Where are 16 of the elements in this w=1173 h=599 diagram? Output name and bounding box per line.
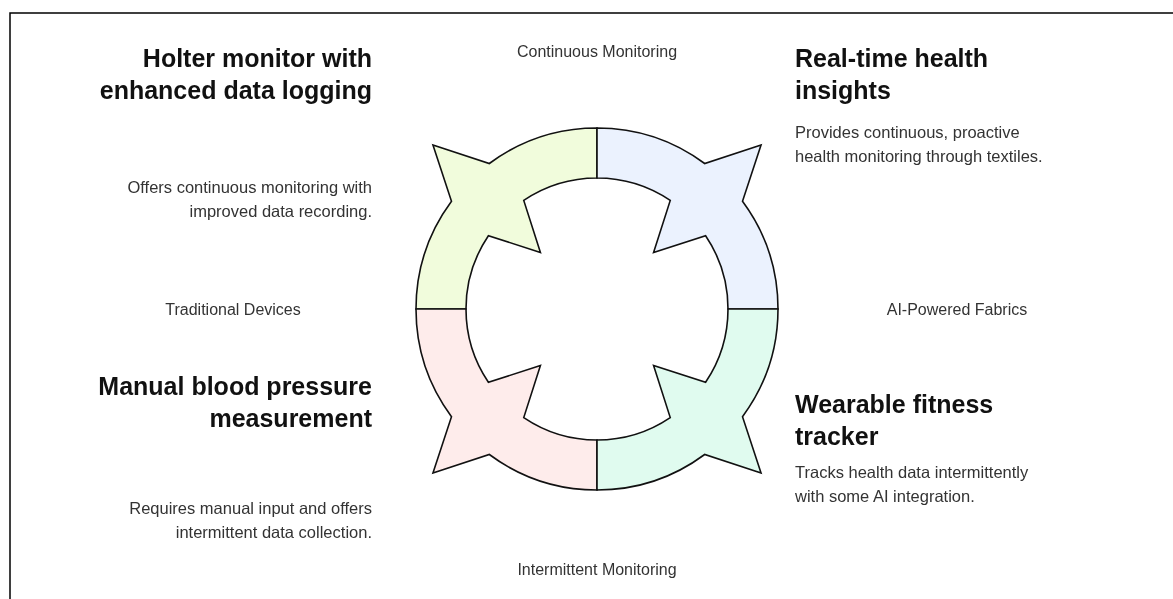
quadrant-heading: Wearable fitness tracker <box>795 389 995 452</box>
quadrant-description: Tracks health data intermittently with some AI integration. <box>795 462 1030 507</box>
ring-segment <box>415 127 598 310</box>
axis-label: Traditional Devices <box>164 300 302 320</box>
quadrant-description: Provides continuous, proactive health monitoring through textiles. <box>795 122 1044 167</box>
quadrant-heading: Holter monitor with enhanced data logging <box>98 43 372 106</box>
ring-segment <box>415 308 598 491</box>
quadrant-description: Requires manual input and offers intermittent data collection. <box>128 498 372 543</box>
quadrant-heading: Real-time health insights <box>795 43 990 106</box>
axis-label: AI-Powered Fabrics <box>885 300 1029 320</box>
ring-segment <box>596 308 779 491</box>
ring-segment <box>596 127 779 310</box>
axis-label: Continuous Monitoring <box>515 42 679 62</box>
quadrant-heading: Manual blood pressure measurement <box>97 371 372 434</box>
quadrant-description: Offers continuous monitoring with improved data recording. <box>126 177 372 222</box>
axis-label: Intermittent Monitoring <box>516 560 678 580</box>
